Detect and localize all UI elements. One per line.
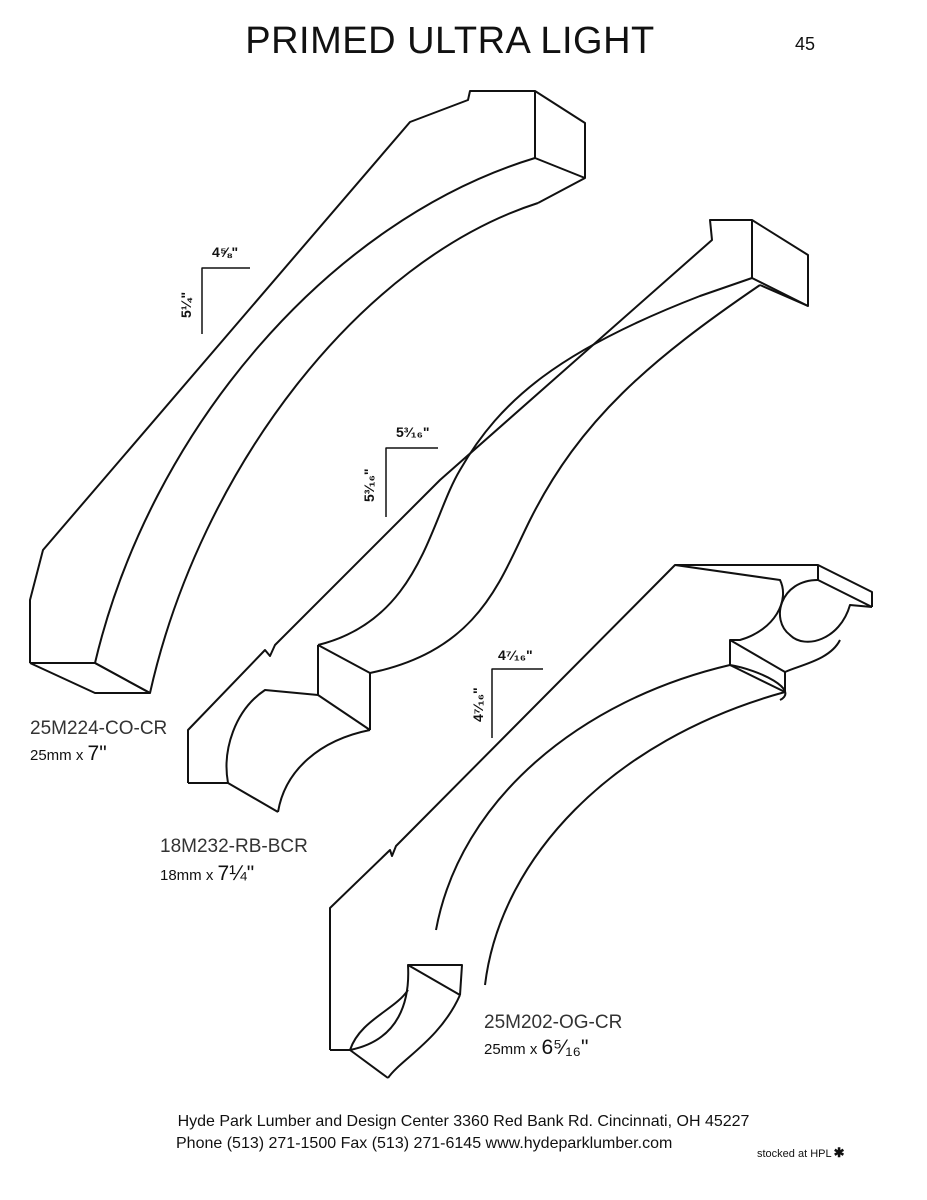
- moulding-25m224-drawing: [29, 90, 586, 694]
- product-label-25m202: 25M202-OG-CR 25mm x 6⁵⁄₁₆": [484, 1012, 622, 1060]
- stocked-note: stocked at HPL✱: [757, 1145, 845, 1161]
- size-value: 7¼": [217, 862, 255, 885]
- product-size: 18mm x 7¼": [160, 862, 308, 886]
- footer-address: Hyde Park Lumber and Design Center 3360 …: [177, 1113, 750, 1130]
- product-size: 25mm x 7": [30, 742, 167, 766]
- dimension-vertical: 5¼": [178, 291, 194, 318]
- dimension-vertical: 4⁷⁄₁₆": [470, 687, 486, 722]
- stocked-note-text: stocked at HPL: [757, 1148, 832, 1160]
- dimension-vertical: 5³⁄₁₆": [361, 468, 377, 502]
- dimension-horizontal: 4⅝": [212, 244, 239, 260]
- size-value: 7": [87, 742, 107, 765]
- dimension-brackets: [201, 267, 543, 738]
- page-number: 45: [795, 34, 816, 54]
- product-code: 25M224-CO-CR: [30, 718, 168, 739]
- asterisk-icon: ✱: [833, 1145, 845, 1160]
- product-code: 18M232-RB-BCR: [160, 836, 308, 857]
- size-prefix: 18mm x: [160, 867, 214, 884]
- product-label-25m224: 25M224-CO-CR 25mm x 7": [30, 718, 167, 766]
- product-label-18m232: 18M232-RB-BCR 18mm x 7¼": [160, 836, 308, 886]
- moulding-18m232-drawing: [187, 219, 809, 813]
- page-title: PRIMED ULTRA LIGHT: [245, 20, 655, 62]
- moulding-25m202-drawing: [329, 564, 873, 1079]
- size-prefix: 25mm x: [484, 1041, 538, 1058]
- footer-contact: Phone (513) 271-1500 Fax (513) 271-6145 …: [176, 1135, 673, 1152]
- size-prefix: 25mm x: [30, 747, 84, 764]
- size-value: 6⁵⁄₁₆": [541, 1036, 589, 1059]
- dimension-horizontal: 4⁷⁄₁₆": [498, 647, 533, 663]
- product-size: 25mm x 6⁵⁄₁₆": [484, 1036, 622, 1060]
- product-code: 25M202-OG-CR: [484, 1012, 623, 1033]
- dimension-horizontal: 5³⁄₁₆": [396, 424, 430, 440]
